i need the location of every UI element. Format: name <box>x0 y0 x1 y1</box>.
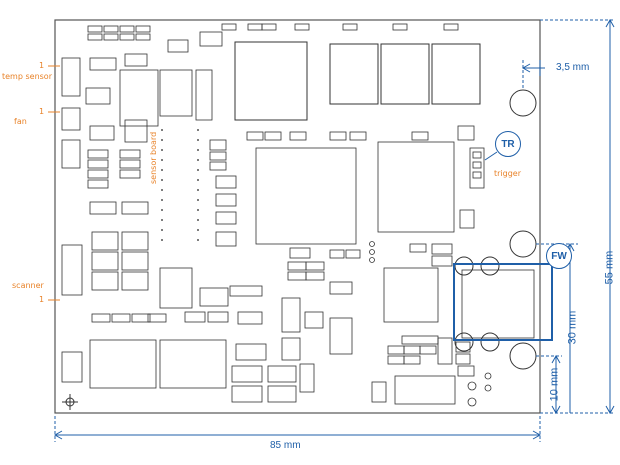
trigger-connector <box>469 147 485 189</box>
middle-components <box>195 69 475 405</box>
pin1-scanner-label: 1 <box>39 295 45 304</box>
dim-width-label: 85 mm <box>270 440 301 451</box>
fw-highlight <box>453 263 553 341</box>
dim-offset-3-5-label: 3,5 mm <box>556 62 590 73</box>
fan-label: fan <box>14 117 27 126</box>
sensor-board-label: sensor board <box>149 131 158 184</box>
fw-marker: FW <box>546 243 572 269</box>
mount-hole-top <box>509 89 537 117</box>
dim-10-label: 10 mm <box>548 367 561 402</box>
pin-markers <box>48 65 60 301</box>
fiducial-mark <box>62 394 78 410</box>
left-components <box>61 53 315 403</box>
dim-height-label: 55 mm <box>603 250 616 285</box>
dim-30-label: 30 mm <box>566 310 579 345</box>
trigger-label: trigger <box>494 169 522 178</box>
pin1-temp-label: 1 <box>39 61 45 70</box>
temp-sensor-label: temp sensor <box>2 72 52 81</box>
board-outline <box>54 19 541 414</box>
top-ics <box>234 41 481 121</box>
scanner-label: scanner <box>12 281 44 290</box>
top-components <box>87 23 459 53</box>
tr-marker: TR <box>495 131 521 157</box>
pin1-fan-label: 1 <box>39 107 45 116</box>
sensor-board-connector <box>161 129 199 241</box>
vias <box>369 241 492 407</box>
